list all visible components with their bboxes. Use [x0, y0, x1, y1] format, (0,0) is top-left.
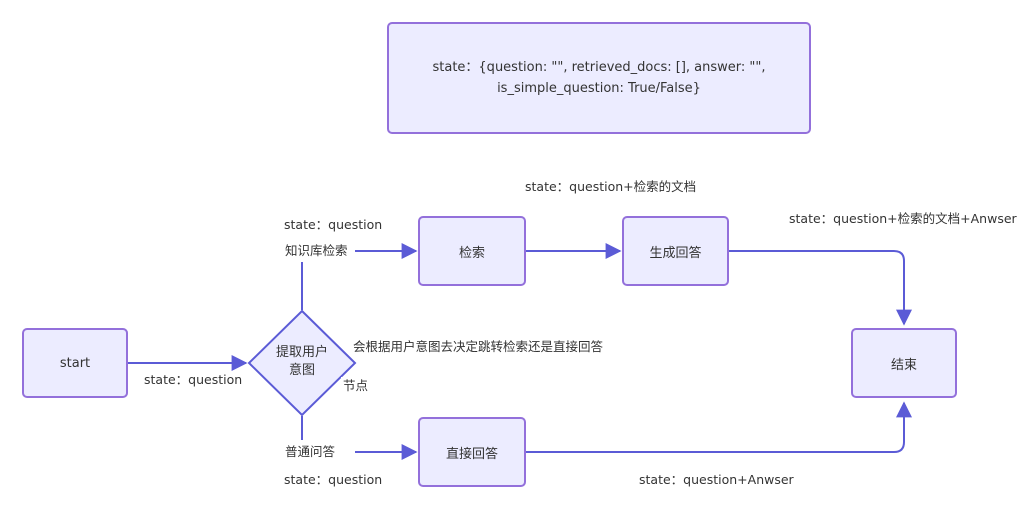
retrieve-node-label: 检索 — [458, 245, 485, 261]
end-node: 结束 — [851, 328, 957, 398]
edge-direct-to-end — [526, 401, 912, 453]
intent-node-label: 提取用户 意图 — [256, 344, 348, 380]
intent-tag: 节点 — [341, 377, 371, 395]
state-definition-line-2: is_simple_question: True/False} — [497, 81, 701, 96]
intent-node-label-line-2: 意图 — [288, 363, 315, 378]
state-definition-line-1: state：{question: "", retrieved_docs: [],… — [432, 60, 766, 75]
edge-label-kb-branch: 知识库检索 — [283, 242, 350, 260]
end-node-label: 结束 — [890, 357, 917, 373]
start-node-label: start — [59, 355, 91, 371]
edge-label-direct-to-end: state：question+Anwser — [637, 471, 796, 489]
state-definition-box: state：{question: "", retrieved_docs: [],… — [387, 22, 811, 134]
direct-answer-node: 直接回答 — [418, 417, 526, 487]
edge-label-generate-to-end: state：question+检索的文档+Anwser — [787, 210, 1019, 228]
edge-label-retrieve-to-generate: state：question+检索的文档 — [523, 178, 699, 196]
edge-generate-to-end — [729, 250, 912, 326]
edge-label-kb-state: state：question — [282, 216, 385, 234]
edge-label-start-to-intent: state：question — [142, 371, 245, 389]
edge-label-normal-state: state：question — [282, 471, 385, 489]
start-node: start — [22, 328, 128, 398]
generate-answer-node: 生成回答 — [622, 216, 729, 286]
intent-note: 会根据用户意图去决定跳转检索还是直接回答 — [351, 338, 606, 356]
direct-answer-node-label: 直接回答 — [445, 446, 498, 462]
intent-node-label-line-1: 提取用户 — [275, 345, 328, 360]
intent-diamond — [247, 309, 357, 417]
retrieve-node: 检索 — [418, 216, 526, 286]
generate-answer-node-label: 生成回答 — [649, 245, 702, 261]
edge-label-normal-branch: 普通问答 — [283, 443, 338, 461]
